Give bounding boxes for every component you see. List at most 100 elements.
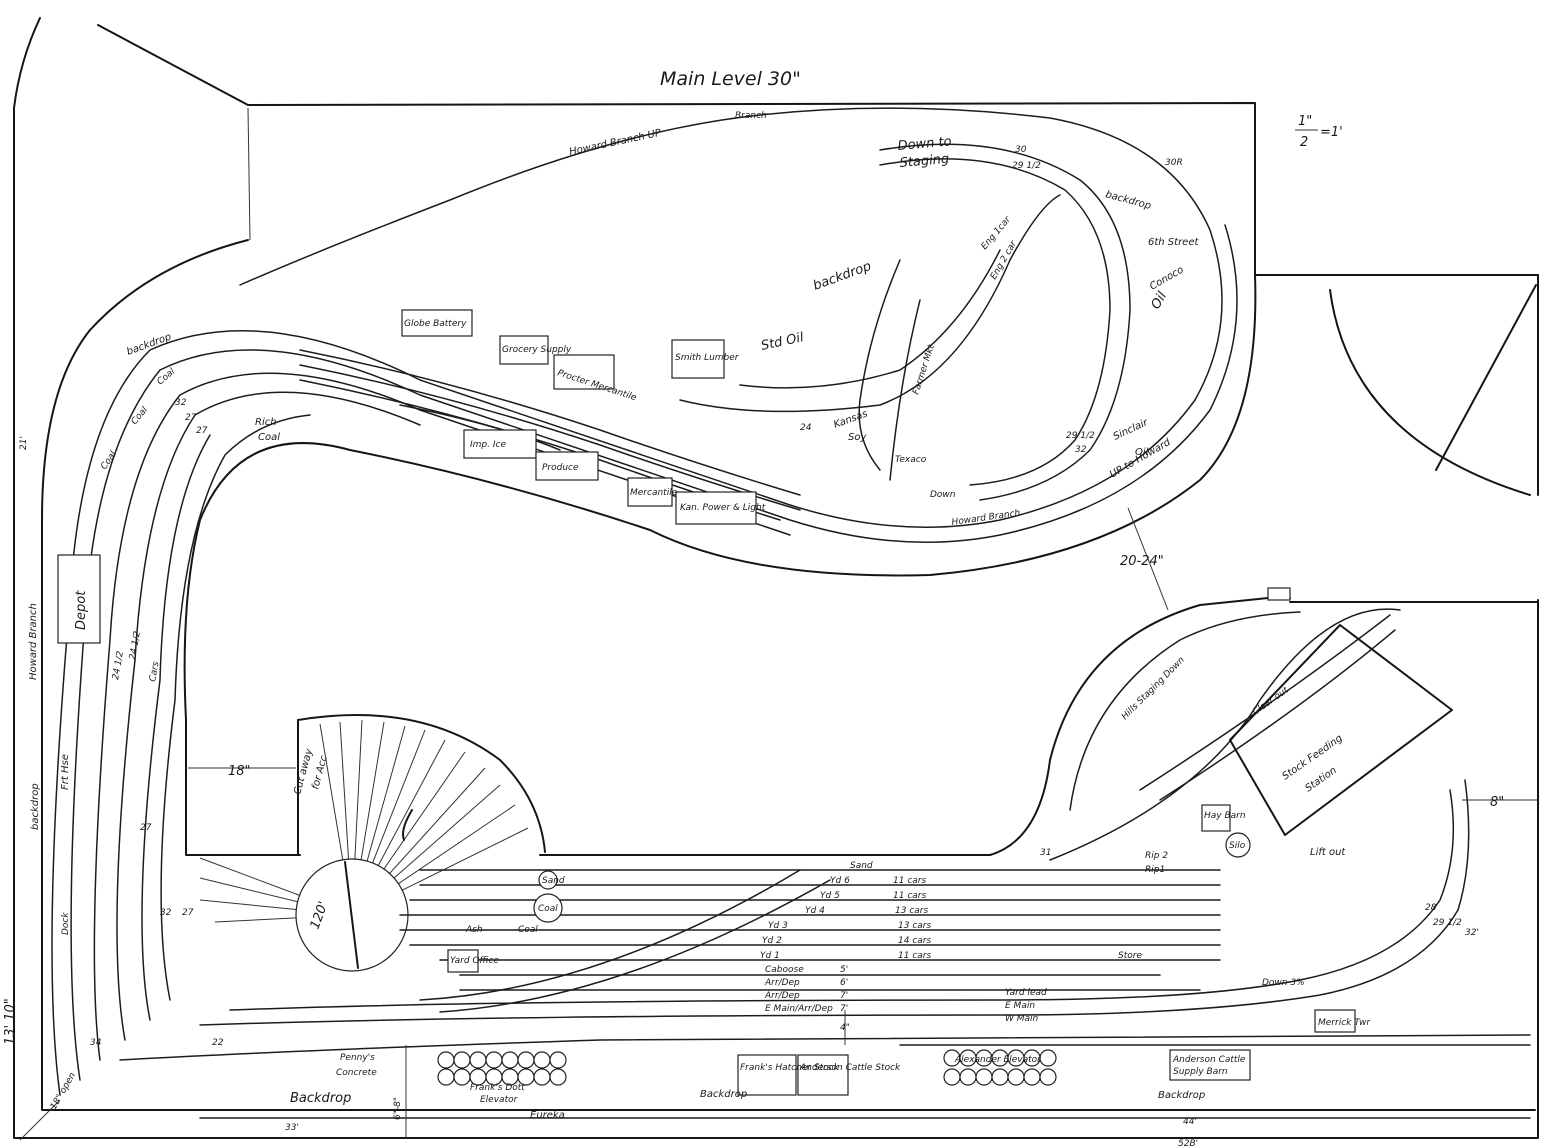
scale-num: 1" (1298, 114, 1312, 129)
arr-dep-2: Arr/Dep (764, 991, 800, 1001)
arr-dep-1: Arr/Dep (764, 978, 800, 988)
imp-ice-label: Imp. Ice (470, 440, 506, 450)
yard-track-1: Yd 1 (760, 951, 780, 961)
backdrop-mid-label: backdrop (811, 259, 873, 294)
backdrop-bottom-right-label: Backdrop (1158, 1090, 1205, 1101)
rich-label: Rich (255, 417, 277, 428)
merrick-label: Merrick Twr (1318, 1018, 1371, 1028)
kan-power-building (675, 491, 757, 525)
backdrop-bottom-label: Backdrop (290, 1091, 351, 1106)
elevator-right-label: Alexander Elevator (954, 1055, 1042, 1065)
oil-label: Oil (1148, 289, 1170, 312)
texaco-label: Texaco (895, 455, 927, 465)
mercantile-label: Mercantile (630, 488, 678, 498)
e-main-label: E Main (1005, 1001, 1035, 1011)
globe-battery-label: Globe Battery (404, 319, 467, 329)
for-access-label: for Acc (310, 754, 330, 791)
procter-building (553, 354, 615, 390)
industry-buildings (57, 309, 1356, 1096)
ash-label: Ash (465, 925, 483, 935)
len-5: 5' (840, 965, 848, 975)
coal-tower-label: Coal (538, 904, 558, 914)
grade-29b: 29 1/2 (1066, 431, 1095, 441)
sixth-street-label: 6th Street (1148, 237, 1199, 248)
conoco-label: Conoco (1148, 264, 1186, 292)
kan-power-label: Kan. Power & Light (680, 503, 766, 513)
std-oil-label: Std Oil (760, 330, 806, 354)
coal-label-3: Coal (156, 367, 178, 388)
hatcher-stock (737, 1054, 797, 1096)
grade-27: 27 (185, 413, 197, 423)
len-7b: 7' (840, 1004, 848, 1014)
produce-building (535, 451, 599, 481)
cars-11a: 11 cars (893, 876, 926, 886)
height-dimension: 13' 10" (3, 998, 18, 1045)
yard-lead-label: Yard lead (1005, 988, 1047, 998)
benchwork-edge (41, 107, 1536, 1111)
cars-13b: 13 cars (898, 921, 931, 931)
aisle-4: 4" (840, 1023, 850, 1033)
cars-13a: 13 cars (895, 906, 928, 916)
grade-32d: 32 (160, 908, 172, 918)
aisle-20-24: 20-24" (1120, 554, 1164, 569)
down-staging-label: Down to (897, 134, 952, 154)
grade-22: 22 (212, 1038, 224, 1048)
clear-out-label: Clear out (1251, 685, 1291, 717)
coal-label-1: Coal (99, 449, 119, 471)
grade-34: 34 (90, 1038, 102, 1048)
sand-label: Sand (542, 876, 565, 886)
eng-2car-label: Eng 2 car (989, 238, 1020, 281)
hay-barn-label: Hay Barn (1204, 811, 1246, 821)
down-3pct-label: Down 3% (1262, 978, 1305, 988)
smith-lumber-label: Smith Lumber (675, 353, 740, 363)
sand-tower (538, 870, 558, 890)
yard-track-3: Yd 3 (768, 921, 788, 931)
aisle-8: 8" (1490, 795, 1504, 810)
roundhouse: 120' Cut away for Acc (199, 714, 546, 972)
dimension-marks (19, 507, 1538, 1141)
imp-ice-building (463, 429, 537, 459)
anderson-cattle-stock (797, 1054, 849, 1096)
grade-24b: 24 1/2 (111, 650, 126, 680)
rip2-label: Rip 2 (1145, 851, 1168, 861)
grade-27d: 27 (182, 908, 194, 918)
coal-yard-label: Coal (518, 925, 538, 935)
coal-tower (533, 893, 563, 923)
backdrop-bottom-mid-label: Backdrop (700, 1089, 747, 1100)
merrick-tower (1314, 1009, 1356, 1033)
elevator-left-label: Frank's Dott (470, 1083, 525, 1093)
cars-14: 14 cars (898, 936, 931, 946)
backdrop-top-label: backdrop (1104, 189, 1152, 212)
grocery-supply-building (499, 335, 549, 365)
cars-11b: 11 cars (893, 891, 926, 901)
anderson-supply-barn (1169, 1049, 1251, 1081)
up-howard-label: UP to Howard (1108, 437, 1173, 481)
cars-left-label: Cars (148, 661, 161, 683)
width-dimension: 52B' (1178, 1139, 1198, 1147)
grade-27b: 27 (196, 426, 208, 436)
main-arr-dep: E Main/Arr/Dep (765, 1004, 833, 1014)
aisle-18: 18" (228, 764, 251, 779)
room-outline (13, 17, 1539, 1139)
depot-building (57, 554, 101, 644)
depot-label: Depot (74, 590, 89, 630)
howard-branch-vertical-label: Howard Branch (28, 603, 39, 680)
store-label: Store (1118, 951, 1142, 961)
farmer-mkt-label: Farmer Mkt (911, 343, 937, 396)
len-6: 6' (840, 978, 848, 988)
grade-24: 24 (800, 423, 812, 433)
plan-title: Main Level 30" (660, 68, 801, 90)
dock-label: Dock (61, 912, 71, 935)
open-18: 18" open (49, 1071, 78, 1112)
w-main-label: W Main (1005, 1014, 1039, 1024)
elevator-left (437, 1051, 567, 1086)
lift-out-label: Lift out (1310, 847, 1346, 858)
len-7a: 7' (840, 991, 848, 1001)
smith-lumber-building (671, 339, 725, 379)
grade-32b: 32 (175, 398, 187, 408)
station-label: Station (1303, 765, 1338, 794)
grade-32c: 32' (1465, 928, 1479, 938)
elevator-right (943, 1049, 1057, 1086)
caboose-label: Caboose (765, 965, 804, 975)
